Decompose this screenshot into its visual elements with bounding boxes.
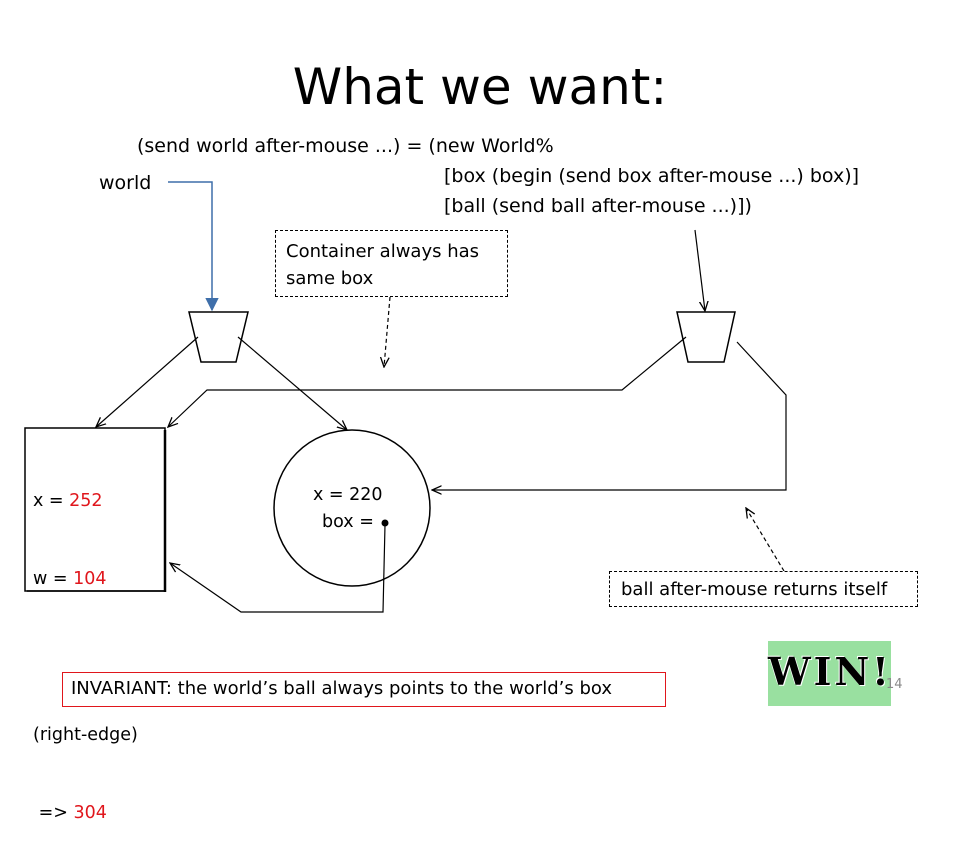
code-to-container-arrow: [694, 229, 705, 311]
box-fields: x = 252 w = 104 (right-edge) => 304: [33, 436, 138, 852]
world-container-left: [188, 311, 249, 363]
world-arrow: [168, 181, 219, 312]
world-container-right: [676, 311, 736, 363]
box-object: [24, 427, 166, 592]
box-x-field: x = 252: [33, 491, 103, 511]
container-note-line-2: same box: [286, 268, 374, 289]
ball-box-pointer-dot: [381, 519, 389, 527]
box-w-field: w = 104: [33, 569, 107, 589]
ball-box-pointer: [170, 524, 386, 613]
box-method: (right-edge): [33, 725, 138, 745]
ball-box-field: box =: [322, 512, 374, 532]
note-ball-arrow: [746, 508, 785, 572]
win-badge: WIN!: [768, 641, 891, 706]
container-to-box-arrow: [96, 336, 199, 427]
container-to-ball-arrow: [237, 336, 347, 430]
note-container-arrow: [384, 296, 391, 367]
code-line-1: (send world after-mouse ...) = (new Worl…: [137, 135, 554, 157]
code-line-2: [box (begin (send box after-mouse ...) b…: [444, 165, 860, 187]
new-world-ball-pointer: [432, 341, 787, 490]
diagram-canvas: [24, 181, 787, 613]
box-result: => 304: [33, 803, 107, 823]
container-note-line-1: Container always has: [286, 241, 480, 262]
slide-title: What we want:: [292, 58, 668, 116]
ball-x-field: x = 220: [313, 485, 383, 505]
ball-note: ball after-mouse returns itself: [609, 571, 918, 607]
code-line-3: [ball (send ball after-mouse ...)]): [444, 195, 752, 217]
win-text: WIN!: [768, 649, 892, 694]
new-world-box-pointer: [168, 336, 687, 427]
world-label: world: [99, 172, 152, 194]
page-number: 14: [886, 677, 903, 692]
ball-object: [273, 429, 431, 587]
invariant-note: INVARIANT: the world’s ball always point…: [62, 672, 666, 707]
container-note: Container always has same box: [275, 230, 508, 297]
